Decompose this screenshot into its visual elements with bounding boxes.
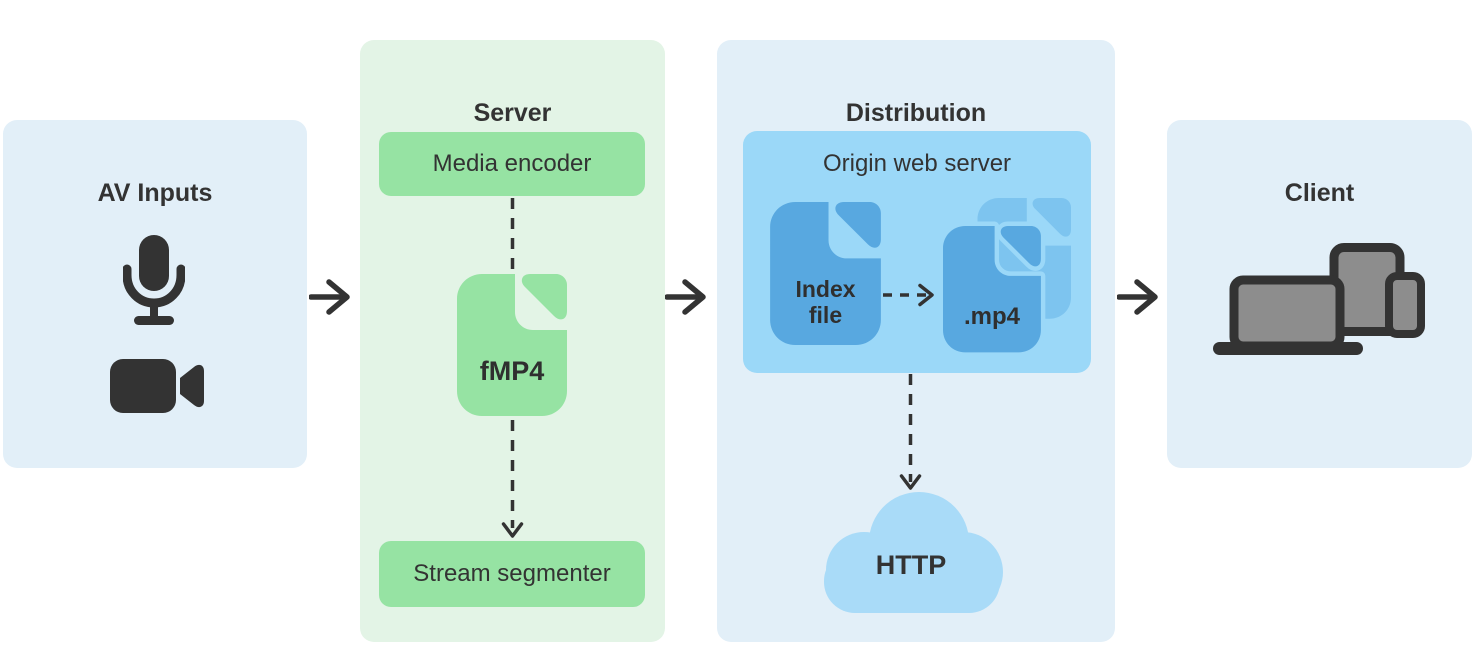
media-encoder-node: Media encoder — [379, 132, 645, 196]
mp4-files-icon — [943, 198, 1071, 353]
origin-web-server-box: Origin web server Index file — [743, 131, 1091, 373]
cloud-icon — [824, 492, 1003, 613]
file-document-icon — [457, 274, 567, 416]
distribution-title: Distribution — [845, 98, 987, 127]
index-file-label: Index file — [795, 276, 856, 328]
panel-client: Client — [1167, 120, 1472, 468]
fmp4-label: fMP4 — [479, 356, 545, 386]
dashed-connector — [510, 198, 515, 270]
stream-segmenter-label: Stream segmenter — [413, 560, 611, 587]
index-file-icon: Index file — [770, 202, 881, 345]
server-title: Server — [473, 98, 552, 127]
av-inputs-title: AV Inputs — [97, 178, 213, 207]
origin-web-server-label: Origin web server — [822, 150, 1012, 177]
panel-av-inputs: AV Inputs — [3, 120, 307, 468]
panel-server: Server Media encoder fMP4 Stream segment… — [360, 40, 665, 642]
panel-distribution: Distribution Origin web server Index fil… — [717, 40, 1115, 642]
dashed-arrow-right — [883, 283, 934, 307]
media-encoder-label: Media encoder — [432, 150, 592, 177]
dashed-arrow-down — [899, 374, 922, 490]
flow-arrow-icon — [665, 279, 706, 315]
client-title: Client — [1284, 178, 1355, 207]
flow-arrow-icon — [1117, 279, 1158, 315]
file-document-icon — [770, 202, 881, 345]
mp4-label: .mp4 — [963, 303, 1020, 330]
video-camera-icon — [110, 359, 204, 413]
http-label: HTTP — [875, 550, 947, 580]
flow-arrow-icon — [309, 279, 350, 315]
microphone-icon — [123, 235, 185, 325]
stream-segmenter-node: Stream segmenter — [379, 541, 645, 607]
dashed-arrow-down — [501, 420, 524, 538]
client-devices-icon — [1213, 243, 1425, 355]
fmp4-file-icon: fMP4 — [457, 274, 567, 416]
http-cloud-icon: HTTP — [816, 490, 1006, 613]
